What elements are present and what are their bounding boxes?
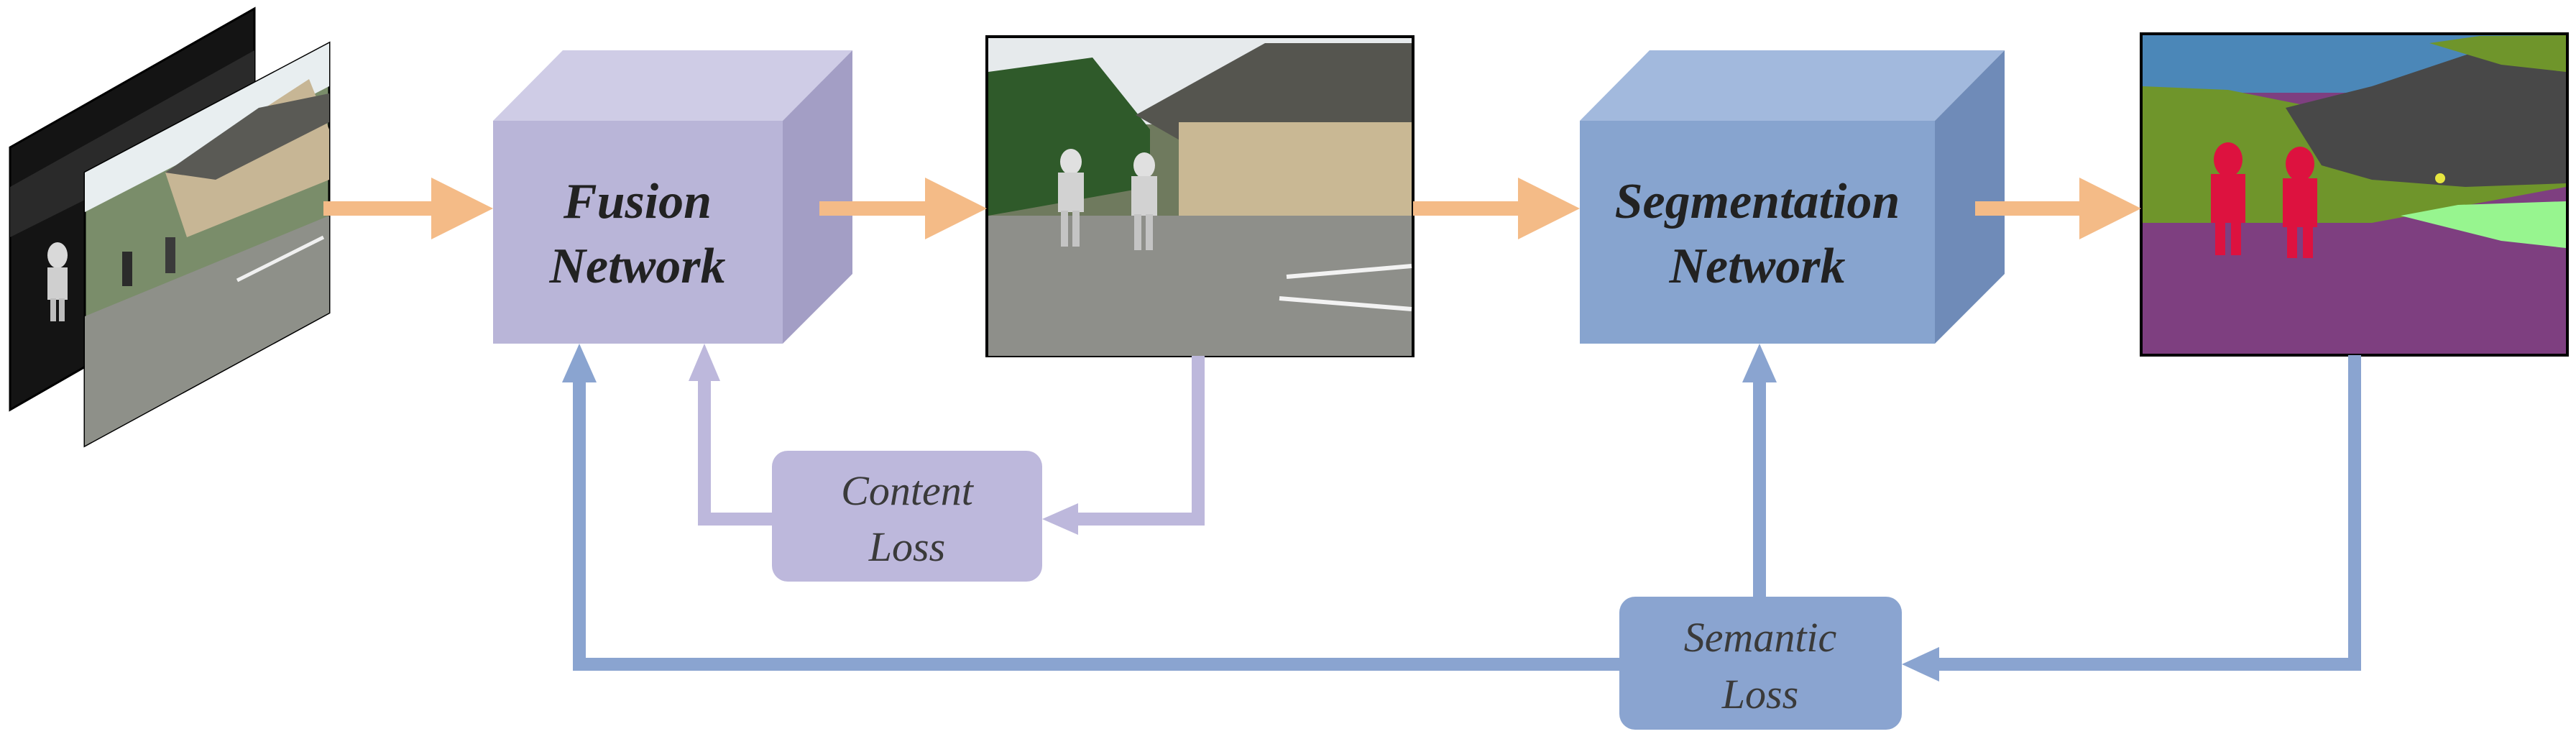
fusion-cube-side <box>783 50 852 344</box>
arrow-segmentation-to-result <box>1975 178 2141 239</box>
segmentation-result-image <box>2140 32 2569 357</box>
arrow-fusion-to-fused-image <box>819 178 987 239</box>
semantic-line-from-result <box>1939 355 2361 671</box>
semantic-loss-label-line1: Semantic <box>1684 614 1837 661</box>
content-loss-box <box>772 451 1042 582</box>
segmentation-network-cube: Segmentation Network <box>1580 50 2005 344</box>
fusion-cube-top <box>493 50 852 121</box>
seg-cube-side <box>1935 50 2005 344</box>
visible-input-image <box>83 41 331 448</box>
segmentation-network-label-line2: Network <box>1669 239 1846 294</box>
semantic-arrowhead-into-segmentation <box>1742 344 1777 382</box>
content-line-from-fused-image <box>1078 356 1205 526</box>
forward-flow-arrows <box>323 178 2141 239</box>
semantic-arrowhead-into-loss <box>1902 647 1939 682</box>
arrow-fused-image-to-segmentation <box>1413 178 1580 239</box>
content-loss-label-line1: Content <box>841 467 975 514</box>
content-arrowhead-into-fusion <box>689 344 720 381</box>
seg-cube-top <box>1580 50 2005 121</box>
fused-image <box>985 35 1414 357</box>
semantic-line-to-fusion <box>573 382 1619 671</box>
content-loss-label-line2: Loss <box>868 523 945 570</box>
fusion-network-label-line2: Network <box>549 239 726 294</box>
semantic-loss-loop: Semantic Loss <box>562 344 2361 730</box>
segmentation-network-label-line1: Segmentation <box>1615 174 1900 229</box>
input-image-pair <box>9 6 331 448</box>
arrow-inputs-to-fusion <box>323 178 493 239</box>
fusion-network-cube: Fusion Network <box>493 50 852 344</box>
fusion-cube-front <box>493 121 783 344</box>
semantic-arrowhead-into-fusion <box>562 344 597 382</box>
semantic-loss-label-line2: Loss <box>1721 671 1798 717</box>
seg-cube-front <box>1580 121 1935 344</box>
content-loss-loop: Content Loss <box>689 344 1205 582</box>
content-arrowhead-into-loss <box>1042 503 1078 535</box>
fusion-network-label-line1: Fusion <box>563 174 712 229</box>
content-line-to-fusion <box>698 381 772 526</box>
semantic-loss-box <box>1619 597 1902 730</box>
